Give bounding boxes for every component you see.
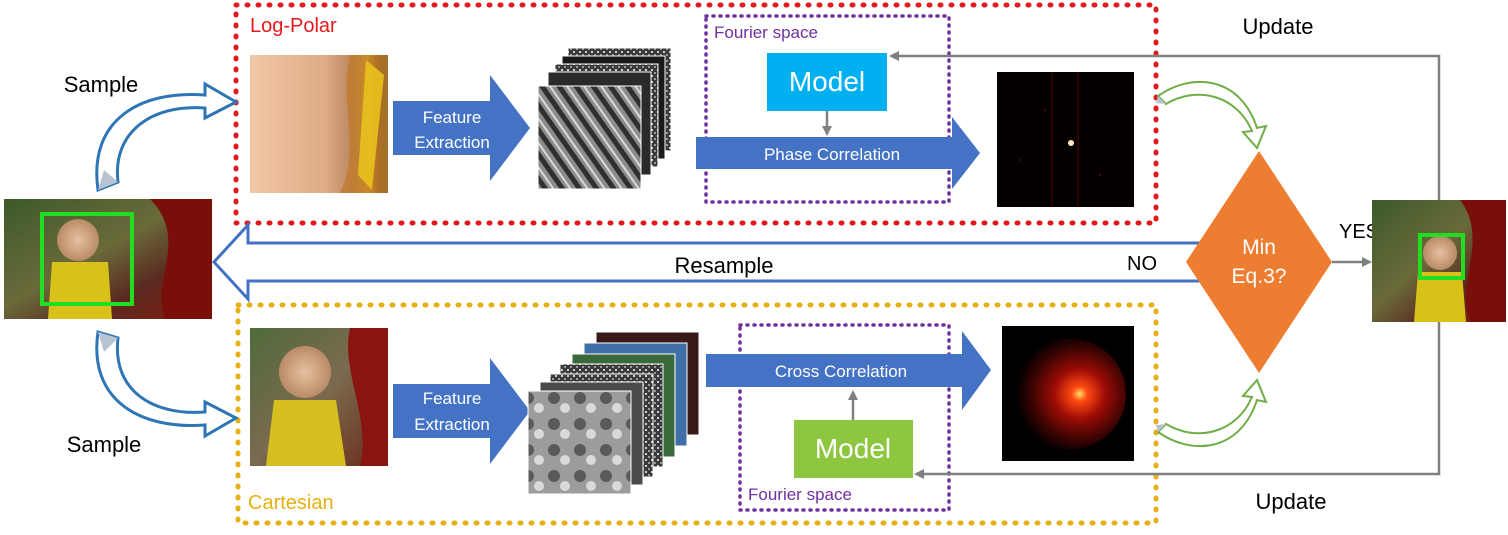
cross-correlation-response-image bbox=[1002, 326, 1134, 461]
feature-map-stack-top bbox=[537, 47, 672, 190]
cartesian-branch-border bbox=[235, 302, 1159, 526]
cartesian-patch-image bbox=[250, 328, 388, 466]
feature-extraction-label-top-1: Feature bbox=[423, 108, 482, 127]
cross-correlation-label: Cross Correlation bbox=[775, 362, 907, 381]
phase-correlation-label: Phase Correlation bbox=[764, 145, 900, 164]
result-bounding-box bbox=[1418, 233, 1465, 280]
decision-label-line1: Min bbox=[1242, 236, 1276, 259]
response-to-decision-arrow-top bbox=[1156, 80, 1268, 150]
phase-correlation-arrow bbox=[696, 117, 980, 189]
fourier-space-label-top: Fourier space bbox=[714, 23, 818, 42]
fourier-space-box-bottom bbox=[738, 323, 951, 512]
log-polar-branch-border bbox=[233, 2, 1159, 226]
resample-arrow bbox=[211, 221, 1200, 303]
sample-arrow-top bbox=[95, 81, 240, 193]
cross-correlation-arrow bbox=[706, 331, 991, 410]
feature-extraction-label-bottom-1: Feature bbox=[423, 389, 482, 408]
source-frame-image bbox=[4, 199, 212, 319]
sample-arrow-bottom bbox=[95, 330, 240, 439]
result-frame-image bbox=[1372, 200, 1506, 322]
response-to-decision-arrow-bottom bbox=[1156, 378, 1268, 448]
resample-label: Resample bbox=[674, 253, 773, 278]
decision-diamond bbox=[1186, 151, 1332, 373]
cartesian-label: Cartesian bbox=[248, 492, 334, 514]
model-label-bottom: Model bbox=[815, 433, 891, 464]
fourier-space-label-bottom: Fourier space bbox=[748, 485, 852, 504]
log-polar-patch-image bbox=[250, 55, 388, 193]
model-box-bottom bbox=[794, 420, 913, 478]
update-arrow-bottom bbox=[914, 322, 1441, 479]
feature-map-stack-bottom bbox=[527, 331, 700, 495]
feature-extraction-label-top-2: Extraction bbox=[414, 133, 490, 152]
phase-correlation-response-image bbox=[997, 72, 1134, 207]
sample-label-top: Sample bbox=[64, 72, 139, 97]
log-polar-label: Log-Polar bbox=[250, 15, 337, 37]
target-bounding-box bbox=[40, 212, 134, 306]
feature-extraction-arrow-top bbox=[393, 75, 530, 181]
model-box-top bbox=[767, 53, 887, 111]
feature-extraction-arrow-bottom bbox=[393, 358, 530, 464]
yes-label: YES bbox=[1339, 221, 1379, 243]
decision-label-line2: Eq.3? bbox=[1232, 265, 1287, 288]
model-label-top: Model bbox=[789, 66, 865, 97]
update-label-top: Update bbox=[1243, 14, 1314, 39]
fourier-space-box-top bbox=[704, 14, 951, 204]
update-label-bottom: Update bbox=[1256, 489, 1327, 514]
no-label: NO bbox=[1127, 253, 1157, 275]
update-arrow-top bbox=[889, 51, 1441, 200]
feature-extraction-label-bottom-2: Extraction bbox=[414, 415, 490, 434]
sample-label-bottom: Sample bbox=[67, 432, 142, 457]
